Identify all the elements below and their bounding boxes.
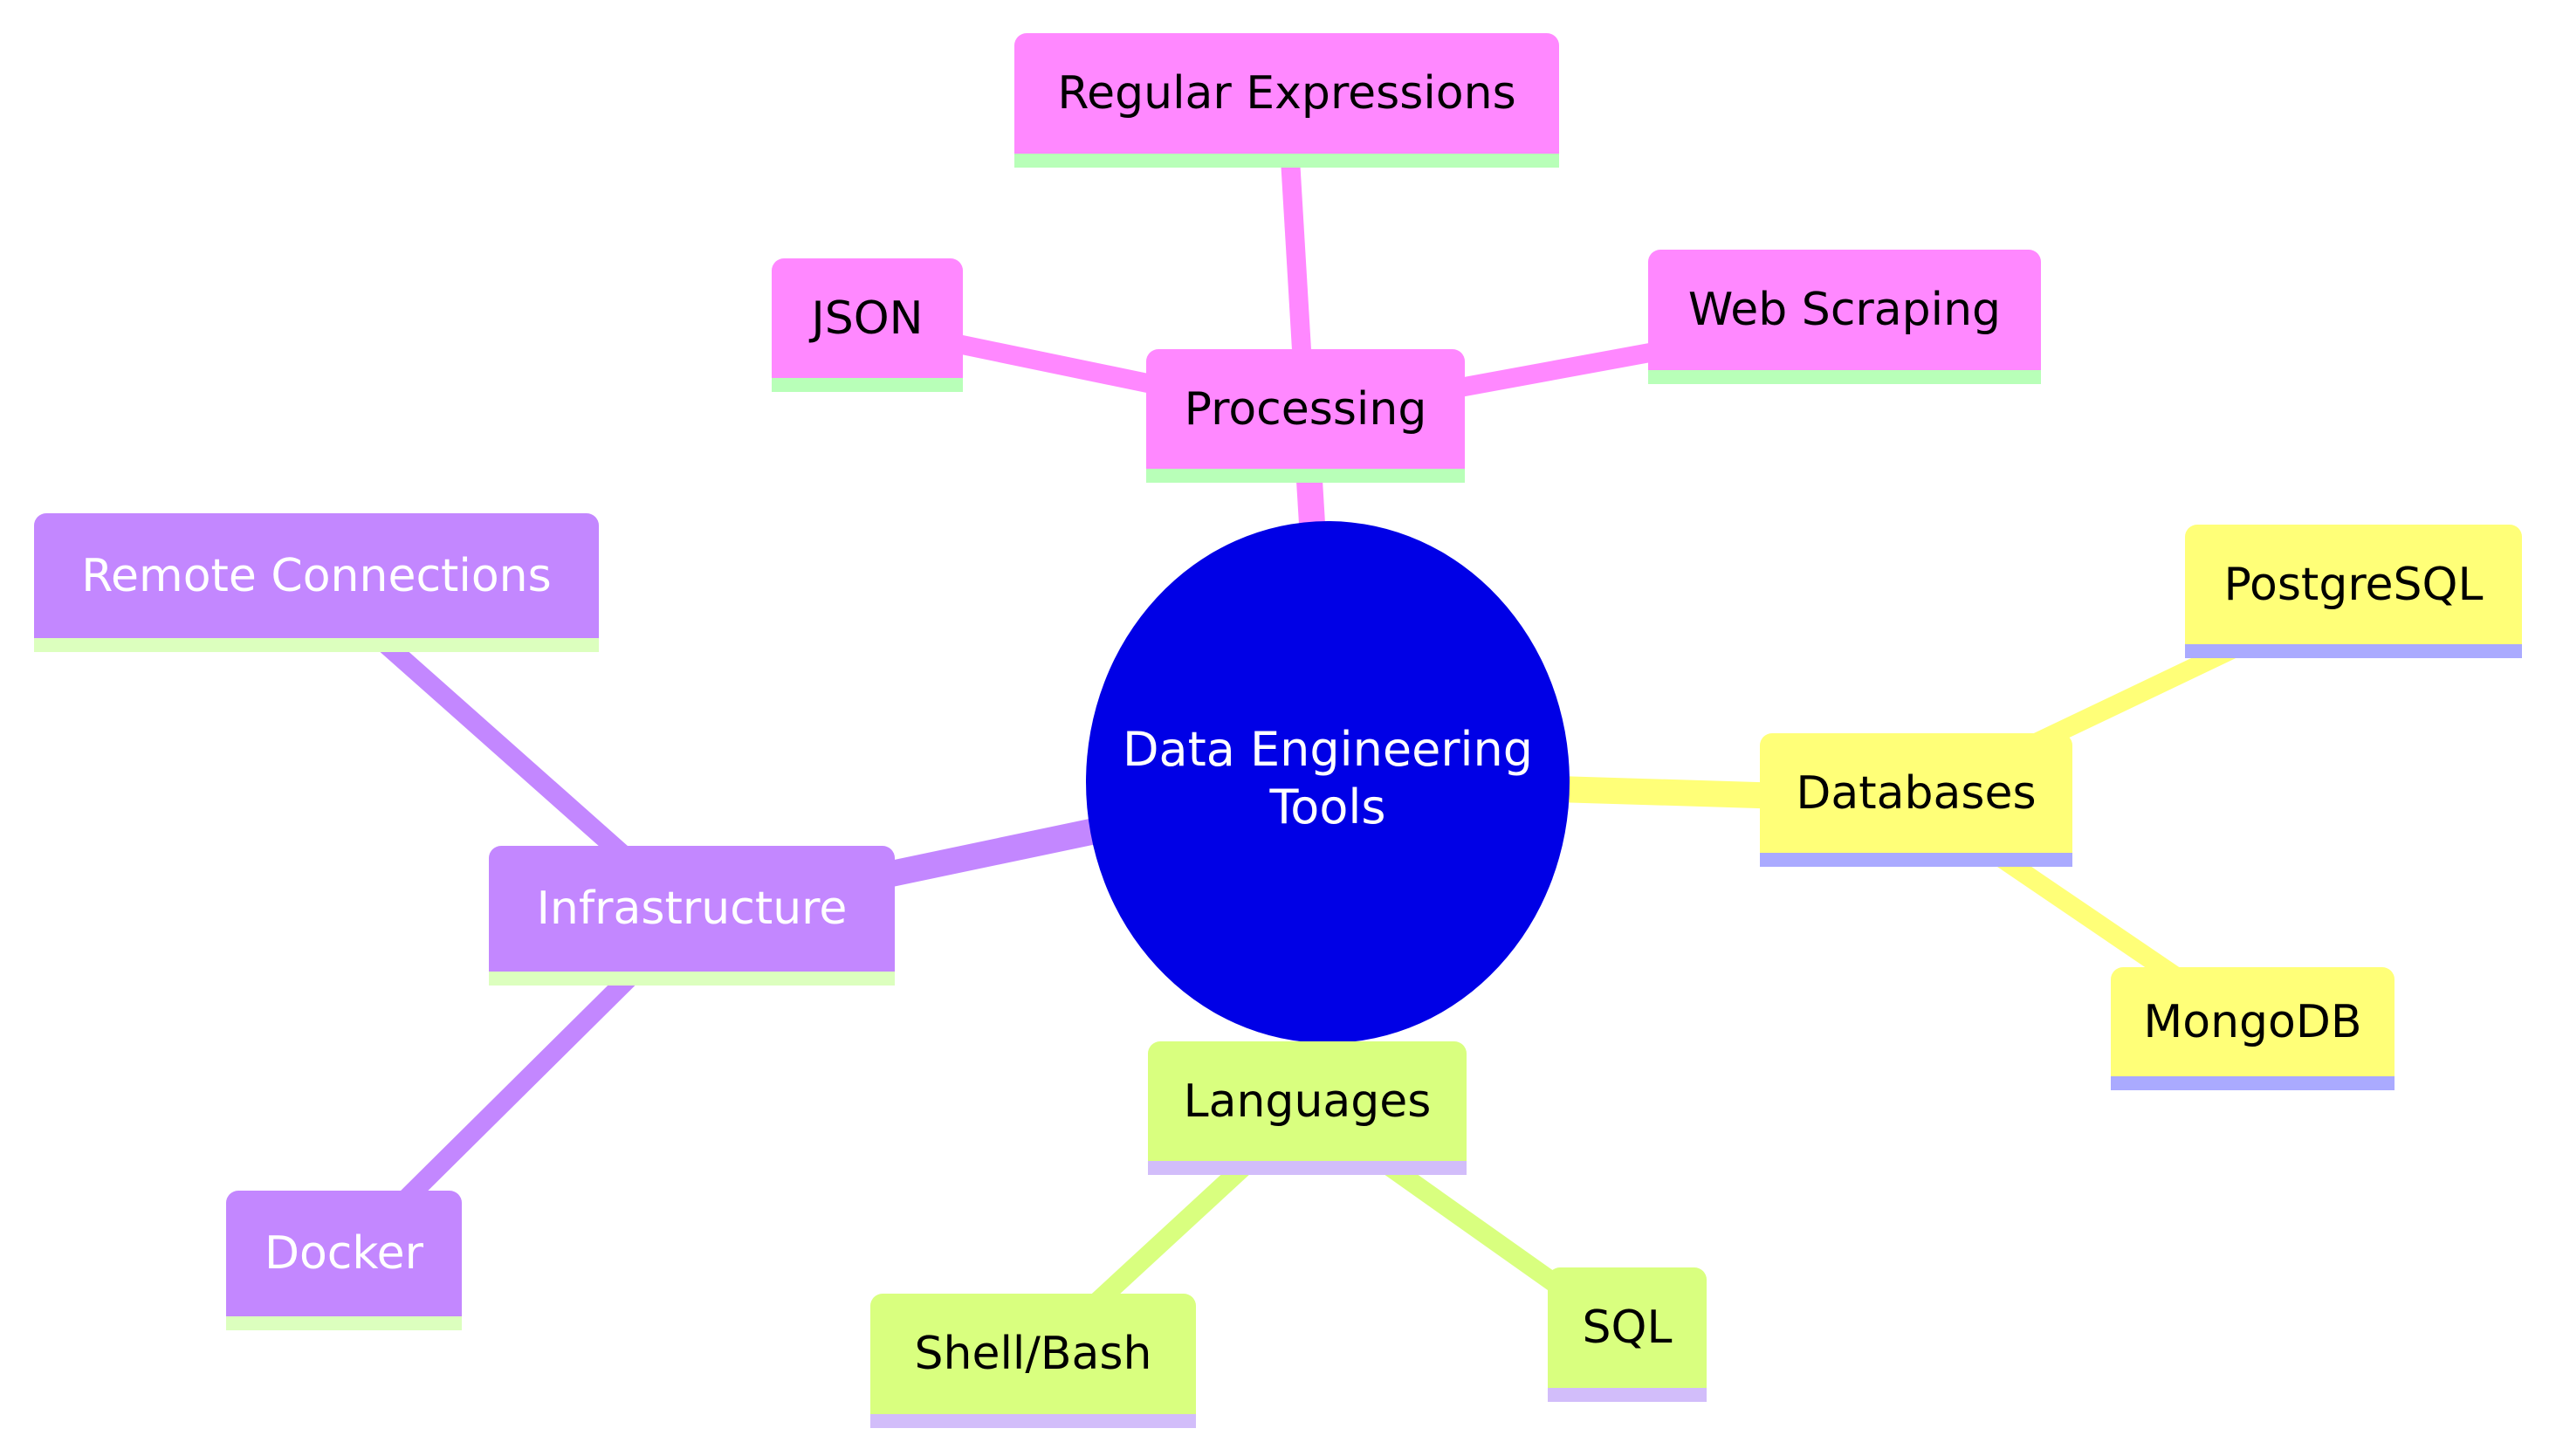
root-node[interactable]: Data Engineering Tools	[1086, 521, 1570, 1043]
leaf-node-remote-connections[interactable]: Remote Connections	[34, 513, 599, 652]
leaf-node-json[interactable]: JSON	[772, 258, 963, 392]
root-label-line2: Tools	[1269, 780, 1386, 834]
root-label-line1: Data Engineering	[1122, 722, 1534, 777]
branch-node-databases[interactable]: Databases	[1760, 733, 2072, 867]
leaf-node-mongodb[interactable]: MongoDB	[2111, 967, 2395, 1090]
leaf-node-sql[interactable]: SQL	[1548, 1267, 1707, 1402]
branch-node-infrastructure[interactable]: Infrastructure	[489, 846, 895, 986]
leaf-node-postgresql[interactable]: PostgreSQL	[2185, 525, 2522, 658]
leaf-node-regular-expressions[interactable]: Regular Expressions	[1014, 33, 1559, 168]
leaf-node-shell-bash[interactable]: Shell/Bash	[870, 1294, 1196, 1428]
branch-node-processing[interactable]: Processing	[1146, 349, 1465, 483]
leaf-node-docker[interactable]: Docker	[226, 1191, 462, 1330]
branch-node-languages[interactable]: Languages	[1148, 1041, 1467, 1175]
leaf-node-web-scraping[interactable]: Web Scraping	[1648, 250, 2041, 384]
